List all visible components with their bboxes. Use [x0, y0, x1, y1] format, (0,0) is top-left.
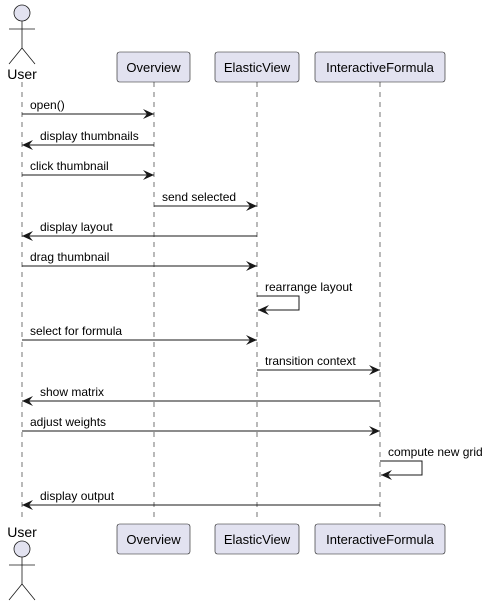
participant-box: [314, 523, 446, 555]
participant-label: Overview: [126, 532, 181, 547]
actor-label: User: [7, 524, 37, 540]
self-message-arrow: [380, 460, 423, 480]
actor-head: [13, 540, 31, 558]
message-10: show matrix: [22, 385, 380, 406]
participant-box: [116, 51, 191, 83]
message-8: select for formula: [22, 324, 257, 345]
participant-box: [314, 51, 446, 83]
actor-head: [13, 4, 31, 22]
message-label: click thumbnail: [30, 159, 109, 173]
participant-box: [214, 51, 300, 83]
message-label: compute new grid: [388, 445, 483, 459]
participant-label: ElasticView: [224, 60, 291, 75]
participant-elastic-bottom: ElasticView: [214, 523, 300, 555]
message-label: drag thumbnail: [30, 250, 109, 264]
message-label: select for formula: [30, 324, 122, 338]
message-label: display thumbnails: [40, 129, 139, 143]
message-label: adjust weights: [30, 415, 106, 429]
participant-box: [214, 523, 300, 555]
actor-user-bottom: User: [7, 524, 37, 601]
message-label: transition context: [265, 354, 356, 368]
participant-label: ElasticView: [224, 532, 291, 547]
message-1: open(): [22, 98, 154, 119]
message-2: display thumbnails: [22, 129, 154, 150]
message-12: compute new grid: [380, 445, 483, 480]
message-4: send selected: [154, 190, 257, 211]
message-7: rearrange layout: [257, 280, 353, 315]
participant-overview-top: Overview: [116, 51, 191, 83]
message-9: transition context: [257, 354, 380, 375]
message-label: display output: [40, 489, 115, 503]
message-13: display output: [22, 489, 380, 510]
message-label: display layout: [40, 220, 113, 234]
self-message-arrow: [257, 295, 300, 315]
participant-overview-bottom: Overview: [116, 523, 191, 555]
message-3: click thumbnail: [22, 159, 154, 180]
participant-label: InteractiveFormula: [326, 532, 434, 547]
message-5: display layout: [22, 220, 257, 241]
actor-label: User: [7, 66, 37, 82]
message-label: rearrange layout: [265, 280, 353, 294]
participant-label: InteractiveFormula: [326, 60, 434, 75]
participant-formula-bottom: InteractiveFormula: [314, 523, 446, 555]
participant-formula-top: InteractiveFormula: [314, 51, 446, 83]
message-6: drag thumbnail: [22, 250, 257, 271]
message-label: send selected: [162, 190, 236, 204]
actor-body: [8, 21, 36, 65]
message-11: adjust weights: [22, 415, 380, 436]
message-label: show matrix: [40, 385, 104, 399]
message-label: open(): [30, 98, 65, 112]
participant-label: Overview: [126, 60, 181, 75]
participant-box: [116, 523, 191, 555]
actor-user-top: User: [7, 4, 37, 82]
participant-elastic-top: ElasticView: [214, 51, 300, 83]
actor-body: [8, 557, 36, 601]
